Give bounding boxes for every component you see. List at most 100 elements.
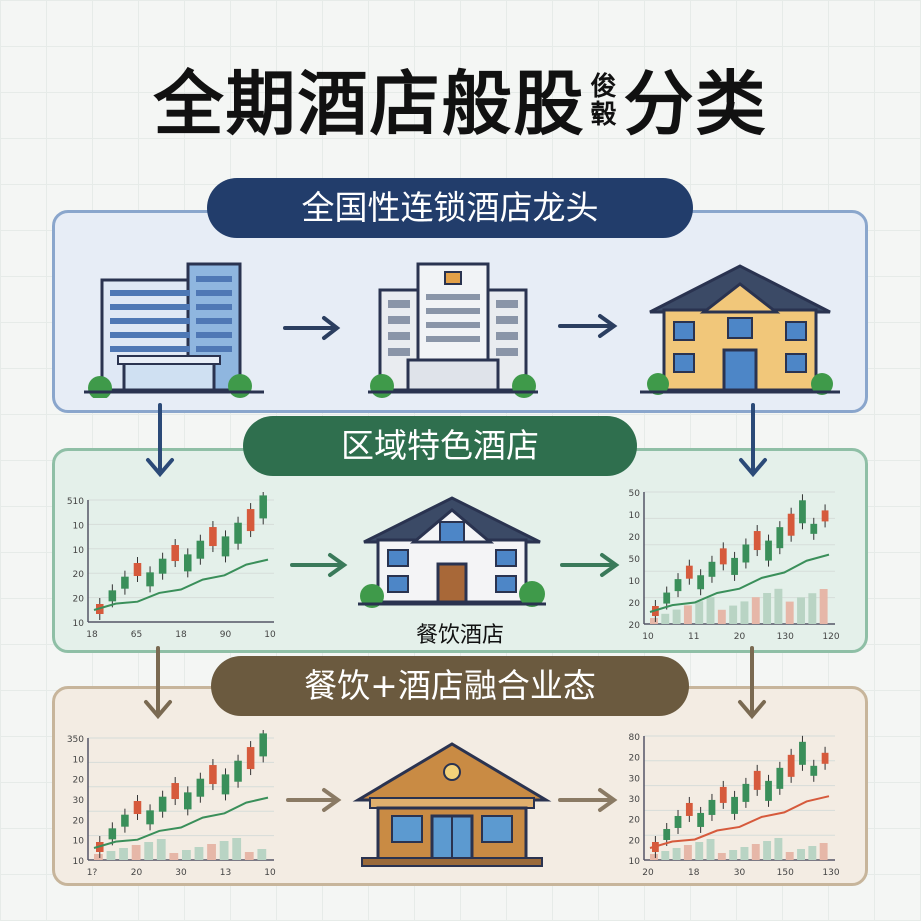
x-tick-label: 150 [777, 868, 794, 878]
volume-bar [119, 848, 128, 860]
volume-bar [706, 839, 715, 860]
candle-body [753, 531, 761, 551]
y-tick-label: 50 [629, 489, 641, 499]
volume-bar [650, 854, 658, 860]
candle-body [663, 828, 671, 840]
candle-body [234, 760, 242, 782]
candle-body [234, 522, 242, 544]
x-tick-label: 20 [131, 868, 143, 878]
candle-body [674, 579, 682, 592]
candle-body [753, 770, 761, 790]
volume-bar [706, 597, 715, 624]
candle-body [158, 558, 167, 574]
volume-bar [785, 601, 794, 624]
volume-bar [695, 601, 704, 624]
candle-body [787, 513, 795, 536]
volume-bar [131, 845, 141, 860]
trend-line [649, 553, 830, 613]
volume-bar [740, 601, 749, 624]
candle-body [146, 572, 154, 587]
volume-bar [808, 846, 817, 860]
candle-body [799, 500, 806, 524]
x-tick-label: 30 [734, 868, 746, 878]
x-tick-label: 18 [175, 630, 187, 640]
candle-body [221, 536, 230, 557]
candle-body [821, 752, 829, 764]
y-tick-label: 20 [73, 776, 85, 786]
x-tick-label: 30 [175, 868, 187, 878]
y-tick-label: 30 [73, 796, 85, 806]
arrows-row-2 [290, 553, 620, 577]
candle-body [821, 510, 829, 522]
volume-bar [94, 854, 103, 860]
y-tick-label: 510 [67, 497, 84, 507]
candle-body [810, 765, 818, 776]
volume-bar [219, 841, 229, 860]
volume-bar [774, 838, 783, 860]
volume-bar [808, 593, 817, 624]
candle-body [685, 802, 693, 816]
candle-body [810, 523, 818, 534]
candle-body [259, 733, 267, 757]
title-small-chars: 俊毂 [590, 71, 619, 130]
arrows-row-3 [286, 788, 618, 812]
candle-body [133, 563, 142, 577]
y-tick-label: 20 [629, 599, 641, 609]
y-tick-label: 20 [73, 816, 85, 826]
volume-bar [156, 839, 166, 860]
hotel-tower-icon [368, 262, 538, 398]
x-tick-label: 65 [131, 630, 142, 640]
candle-body [246, 509, 255, 532]
candle-body [209, 527, 217, 547]
center-caption: 餐饮酒店 [415, 623, 504, 648]
x-tick-label: 18 [86, 630, 98, 640]
candle-body [685, 565, 693, 579]
x-tick-label: 13 [220, 868, 231, 878]
y-tick-label: 20 [629, 621, 641, 631]
candle-body [708, 799, 716, 815]
candle-body [663, 592, 671, 604]
candle-body [776, 527, 784, 549]
candle-body [184, 554, 192, 572]
title-main: 全期酒店般股 [153, 63, 586, 145]
y-tick-label: 50 [629, 555, 641, 565]
volume-bar [740, 847, 749, 860]
volume-bar [797, 597, 805, 624]
candle-body [674, 815, 682, 828]
x-tick-label: 10 [642, 632, 654, 642]
volume-bar [207, 844, 216, 860]
volume-bar [182, 850, 191, 860]
villa-icon [640, 264, 840, 395]
y-tick-label: 10 [73, 619, 85, 629]
volume-bar [144, 842, 154, 860]
x-tick-label: 1? [87, 868, 98, 878]
volume-bar [661, 851, 670, 860]
candle-body [121, 814, 129, 827]
volume-bar [717, 853, 726, 860]
x-tick-label: 130 [777, 632, 794, 642]
x-tick-label: 10 [264, 630, 276, 640]
volume-bar [683, 845, 692, 860]
volume-bar [763, 593, 772, 624]
title-tail: 分类 [623, 63, 768, 145]
volume-bar [672, 609, 681, 624]
candle-body [787, 754, 795, 777]
volume-bar [650, 618, 658, 624]
volume-bar [672, 848, 681, 860]
candle-body [121, 576, 129, 589]
arrows-row-1 [283, 314, 618, 340]
volume-bar [695, 842, 704, 860]
candle-body [209, 765, 217, 785]
y-tick-label: 20 [629, 836, 641, 846]
y-tick-label: 10 [73, 521, 85, 531]
candle-body [799, 741, 806, 765]
x-tick-label: 90 [220, 630, 232, 640]
candle-body [742, 783, 750, 802]
y-tick-label: 30 [629, 795, 641, 805]
y-tick-label: 350 [67, 735, 84, 745]
y-tick-label: 10 [629, 577, 641, 587]
